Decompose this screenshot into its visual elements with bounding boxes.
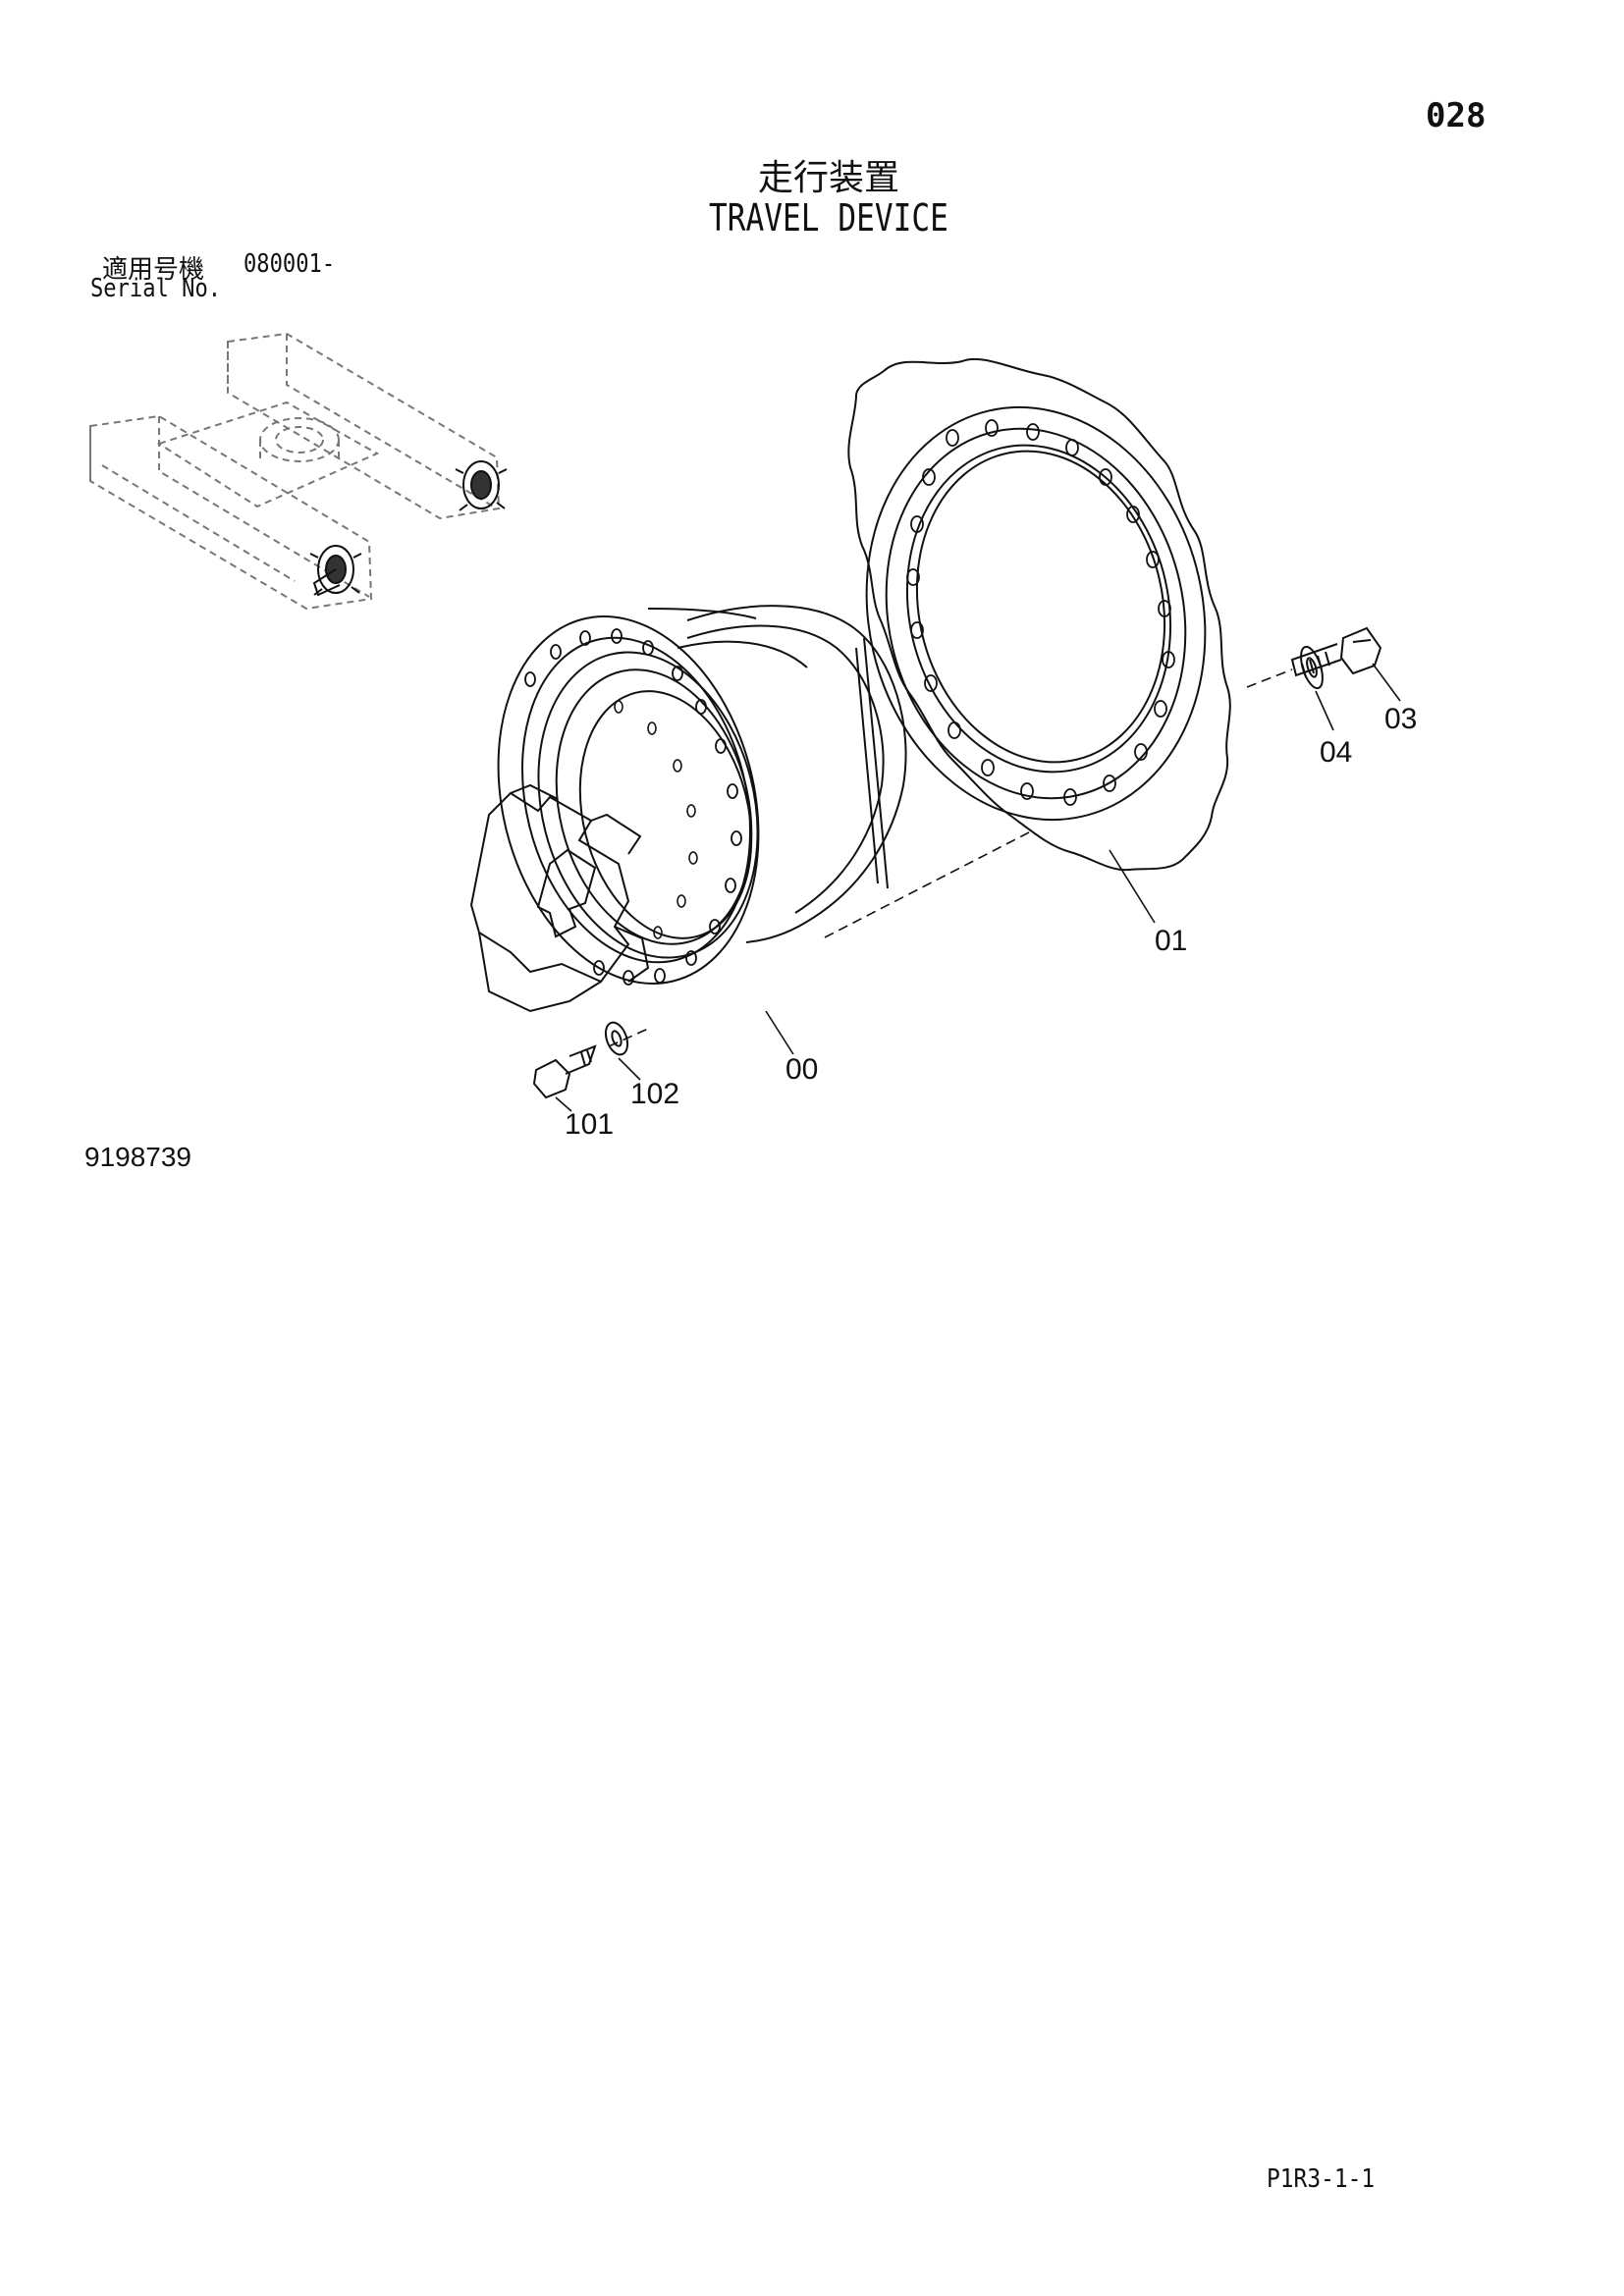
motor-flange-bolt-holes [524, 628, 742, 986]
footer-code: P1R3-1-1 [1267, 2164, 1376, 2194]
part-label-00: 00 [785, 1053, 818, 1086]
part-label-101: 101 [565, 1108, 614, 1141]
sprocket-01 [847, 357, 1231, 872]
leader-lines [555, 663, 1401, 1112]
title-english: TRAVEL DEVICE [709, 196, 948, 240]
part-label-04: 04 [1320, 736, 1352, 769]
locator-sprocket-markers [309, 460, 508, 597]
part-label-03: 03 [1384, 703, 1417, 735]
travel-motor-00 [469, 605, 907, 1013]
washer-102 [604, 1021, 629, 1056]
serial-label-english: Serial No. [90, 274, 222, 303]
washer-04 [1300, 645, 1324, 690]
serial-label-japanese: 適用号機 [102, 255, 205, 285]
title-japanese: 走行装置 [758, 158, 900, 198]
part-labels: 00 01 03 04 101 102 [565, 703, 1417, 1141]
motor-valve-block [469, 791, 630, 984]
bolt-03 [1290, 626, 1382, 678]
alignment-lines [608, 668, 1293, 1047]
motor-inner-bolt-holes [614, 700, 698, 939]
bolt-101 [532, 1044, 597, 1099]
part-label-102: 102 [630, 1078, 679, 1110]
part-label-01: 01 [1155, 925, 1187, 957]
serial-range: 080001- [244, 249, 336, 279]
undercarriage-locator-diagram [89, 332, 501, 611]
page-number: 028 [1426, 96, 1487, 135]
drawing-number: 9198739 [84, 1142, 192, 1172]
sprocket-bolt-holes [906, 419, 1175, 806]
